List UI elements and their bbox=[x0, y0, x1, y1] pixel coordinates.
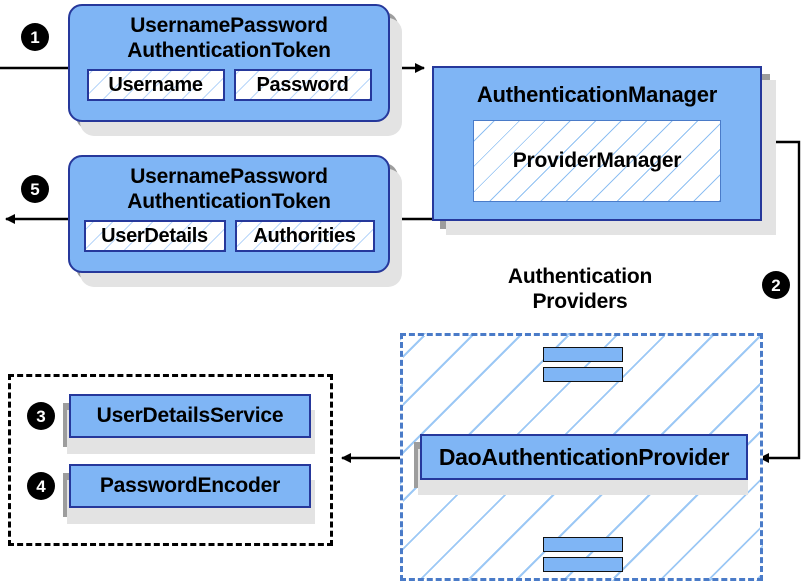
response-token-title-line1: UsernamePassword bbox=[130, 165, 328, 188]
step-badge-4-label: 4 bbox=[36, 476, 46, 496]
step-badge-5: 5 bbox=[22, 176, 48, 202]
request-token-slots: Username Password bbox=[86, 69, 372, 101]
slot-password[interactable]: Password bbox=[233, 69, 372, 101]
dao-authentication-provider-label: DaoAuthenticationProvider bbox=[438, 443, 730, 470]
slot-username-label: Username bbox=[108, 73, 203, 96]
step-badge-3: 3 bbox=[28, 403, 54, 429]
step-badge-2: 2 bbox=[763, 272, 789, 298]
step-badge-1: 1 bbox=[22, 24, 48, 50]
authentication-providers-label-line1: Authentication bbox=[507, 265, 653, 288]
passwordencoder-box[interactable]: PasswordEncoder bbox=[69, 464, 311, 508]
userdetailsservice-box[interactable]: UserDetailsService bbox=[69, 394, 311, 438]
request-token-title-line1: UsernamePassword bbox=[130, 14, 328, 37]
passwordencoder-label: PasswordEncoder bbox=[99, 474, 281, 497]
request-token-title-line2: AuthenticationToken bbox=[127, 39, 331, 62]
provider-placeholder-bar-bottom-2 bbox=[543, 557, 623, 572]
authentication-manager-box[interactable]: AuthenticationManager ProviderManager bbox=[432, 66, 762, 221]
slot-userdetails-label: UserDetails bbox=[101, 224, 208, 247]
slot-authorities-label: Authorities bbox=[253, 224, 356, 247]
provider-placeholder-bar-top-2 bbox=[543, 367, 623, 382]
provider-manager-label: ProviderManager bbox=[512, 149, 682, 172]
authentication-manager-title: AuthenticationManager bbox=[476, 82, 718, 107]
slot-authorities[interactable]: Authorities bbox=[234, 220, 375, 252]
step-badge-3-label: 3 bbox=[36, 406, 46, 426]
provider-manager-box[interactable]: ProviderManager bbox=[473, 120, 721, 202]
authentication-providers-label-line2: Providers bbox=[532, 290, 628, 313]
response-token-title: UsernamePassword AuthenticationToken bbox=[127, 157, 331, 214]
response-token-slots: UserDetails Authorities bbox=[83, 220, 375, 252]
step-badge-4: 4 bbox=[28, 473, 54, 499]
dao-authentication-provider-box[interactable]: DaoAuthenticationProvider bbox=[420, 434, 748, 480]
dependencies-region bbox=[8, 374, 333, 546]
provider-placeholder-bar-top-1 bbox=[543, 347, 623, 362]
request-token-box[interactable]: UsernamePassword AuthenticationToken Use… bbox=[68, 4, 390, 122]
slot-username[interactable]: Username bbox=[86, 69, 225, 101]
response-token-title-line2: AuthenticationToken bbox=[127, 190, 331, 213]
request-token-title: UsernamePassword AuthenticationToken bbox=[127, 6, 331, 63]
step-badge-5-label: 5 bbox=[30, 179, 40, 199]
step-badge-2-label: 2 bbox=[771, 275, 781, 295]
slot-password-label: Password bbox=[256, 73, 349, 96]
step-badge-1-label: 1 bbox=[30, 27, 40, 47]
response-token-box[interactable]: UsernamePassword AuthenticationToken Use… bbox=[68, 155, 390, 273]
slot-userdetails[interactable]: UserDetails bbox=[83, 220, 226, 252]
authentication-providers-label: Authentication Providers bbox=[455, 264, 705, 314]
userdetailsservice-label: UserDetailsService bbox=[96, 404, 284, 427]
provider-placeholder-bar-bottom-1 bbox=[543, 537, 623, 552]
